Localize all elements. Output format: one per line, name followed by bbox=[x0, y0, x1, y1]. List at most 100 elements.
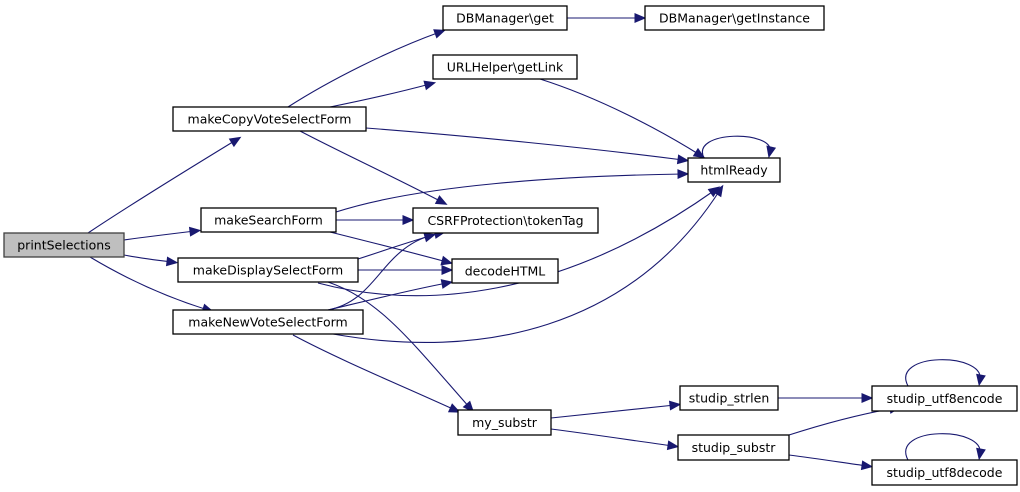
edge-line bbox=[299, 130, 443, 203]
node-studip_substr[interactable]: studip_substr bbox=[677, 434, 790, 461]
edge-htmlReady-to-htmlReady bbox=[701, 135, 777, 159]
node-box[interactable] bbox=[451, 258, 559, 284]
node-label[interactable]: printSelections bbox=[17, 238, 111, 253]
node-box[interactable] bbox=[679, 385, 779, 411]
node-decodeHTML[interactable]: decodeHTML bbox=[451, 258, 559, 284]
node-box[interactable] bbox=[172, 309, 364, 335]
node-DBManager_get[interactable]: DBManager\get bbox=[442, 5, 568, 31]
edge-line bbox=[539, 78, 701, 156]
node-label[interactable]: DBManager\getInstance bbox=[659, 11, 810, 26]
arrowhead-icon bbox=[434, 195, 448, 205]
arrowhead-icon bbox=[677, 169, 690, 180]
edge-line bbox=[123, 230, 196, 241]
edge-line bbox=[327, 282, 448, 311]
edge-printSelections-to-makeSearchForm bbox=[123, 226, 202, 241]
node-label[interactable]: CSRFProtection\tokenTag bbox=[427, 213, 583, 228]
edge-my_substr-to-studip_substr bbox=[550, 428, 680, 451]
node-box[interactable] bbox=[644, 5, 825, 31]
edge-studip_substr-to-studip_utf8decode bbox=[788, 454, 874, 471]
node-htmlReady[interactable]: htmlReady bbox=[687, 157, 781, 183]
node-label[interactable]: my_substr bbox=[472, 415, 538, 430]
node-DBManager_getInstance[interactable]: DBManager\getInstance bbox=[644, 5, 825, 31]
node-CSRFProtection_tokenTag[interactable]: CSRFProtection\tokenTag bbox=[412, 207, 599, 234]
node-box[interactable] bbox=[3, 232, 125, 258]
node-box[interactable] bbox=[871, 459, 1018, 486]
edge-makeSearchForm-to-decodeHTML bbox=[329, 231, 454, 266]
node-label[interactable]: studip_utf8encode bbox=[887, 391, 1003, 406]
node-label[interactable]: decodeHTML bbox=[465, 264, 546, 279]
edge-printSelections-to-makeCopyVoteSelectForm bbox=[87, 136, 242, 234]
node-label[interactable]: makeDisplaySelectForm bbox=[193, 263, 343, 278]
node-box[interactable] bbox=[687, 157, 781, 183]
edge-studip_strlen-to-studip_utf8encode bbox=[778, 393, 874, 403]
node-makeCopyVoteSelectForm[interactable]: makeCopyVoteSelectForm bbox=[172, 106, 367, 132]
edge-line bbox=[327, 281, 471, 409]
node-makeDisplaySelectForm[interactable]: makeDisplaySelectForm bbox=[177, 257, 359, 283]
node-studip_strlen[interactable]: studip_strlen bbox=[679, 385, 779, 411]
arrowhead-icon bbox=[692, 147, 706, 159]
node-box[interactable] bbox=[172, 106, 367, 132]
edge-line bbox=[701, 135, 771, 159]
edge-line bbox=[329, 231, 448, 263]
edge-makeCopyVoteSelectForm-to-URLHelper_getLink bbox=[329, 80, 437, 108]
node-box[interactable] bbox=[457, 409, 552, 436]
edge-line bbox=[905, 433, 981, 461]
node-label[interactable]: URLHelper\getLink bbox=[447, 60, 564, 75]
edge-line bbox=[365, 127, 684, 161]
edge-line bbox=[788, 407, 896, 436]
node-label[interactable]: makeNewVoteSelectForm bbox=[188, 315, 347, 330]
node-URLHelper_getLink[interactable]: URLHelper\getLink bbox=[432, 54, 578, 80]
arrowhead-icon bbox=[666, 440, 680, 451]
arrowhead-icon bbox=[423, 80, 437, 91]
node-box[interactable] bbox=[432, 54, 578, 80]
arrowhead-icon bbox=[228, 136, 242, 148]
edge-my_substr-to-studip_strlen bbox=[550, 400, 682, 419]
node-box[interactable] bbox=[177, 257, 359, 283]
arrowhead-icon bbox=[976, 373, 986, 387]
node-my_substr[interactable]: my_substr bbox=[457, 409, 552, 436]
node-label[interactable]: makeCopyVoteSelectForm bbox=[188, 112, 352, 127]
node-box[interactable] bbox=[677, 434, 790, 461]
edge-studip_utf8encode-to-studip_utf8encode bbox=[905, 359, 986, 387]
edge-makeNewVoteSelectForm-to-htmlReady bbox=[332, 184, 724, 343]
arrowhead-icon bbox=[441, 265, 454, 275]
node-studip_utf8encode[interactable]: studip_utf8encode bbox=[871, 385, 1018, 412]
node-label[interactable]: studip_strlen bbox=[689, 391, 770, 406]
edge-line bbox=[89, 256, 209, 311]
node-label[interactable]: DBManager\get bbox=[456, 11, 554, 26]
arrowhead-icon bbox=[676, 154, 690, 165]
edge-line bbox=[550, 428, 674, 447]
node-box[interactable] bbox=[442, 5, 568, 31]
node-label[interactable]: makeSearchForm bbox=[214, 213, 323, 228]
edge-line bbox=[123, 254, 173, 263]
edge-line bbox=[317, 189, 716, 297]
node-studip_utf8decode[interactable]: studip_utf8decode bbox=[871, 459, 1018, 486]
node-box[interactable] bbox=[412, 207, 599, 234]
arrowhead-icon bbox=[440, 279, 454, 289]
arrowhead-icon bbox=[668, 400, 682, 411]
arrowhead-icon bbox=[433, 29, 446, 39]
edge-makeDisplaySelectForm-to-decodeHTML bbox=[358, 265, 454, 275]
edge-studip_utf8decode-to-studip_utf8decode bbox=[905, 433, 986, 461]
edge-makeCopyVoteSelectForm-to-CSRFProtection_tokenTag bbox=[299, 130, 448, 205]
node-box[interactable] bbox=[200, 207, 337, 233]
edge-makeNewVoteSelectForm-to-decodeHTML bbox=[327, 279, 454, 311]
node-makeSearchForm[interactable]: makeSearchForm bbox=[200, 207, 337, 233]
arrowhead-icon bbox=[860, 460, 874, 471]
arrowhead-icon bbox=[861, 393, 874, 403]
node-label[interactable]: htmlReady bbox=[700, 163, 768, 178]
node-printSelections[interactable]: printSelections bbox=[3, 232, 125, 258]
node-label[interactable]: studip_utf8decode bbox=[887, 465, 1003, 480]
arrowhead-icon bbox=[976, 447, 986, 461]
edge-line bbox=[788, 454, 868, 467]
edge-makeCopyVoteSelectForm-to-htmlReady bbox=[365, 127, 690, 165]
node-makeNewVoteSelectForm[interactable]: makeNewVoteSelectForm bbox=[172, 309, 364, 335]
node-box[interactable] bbox=[871, 385, 1018, 412]
arrowhead-icon bbox=[447, 403, 461, 413]
arrowhead-icon bbox=[766, 145, 777, 159]
edge-URLHelper_getLink-to-htmlReady bbox=[539, 78, 706, 159]
edge-line bbox=[550, 404, 676, 419]
edges-layer bbox=[87, 13, 986, 471]
node-label[interactable]: studip_substr bbox=[692, 440, 777, 455]
